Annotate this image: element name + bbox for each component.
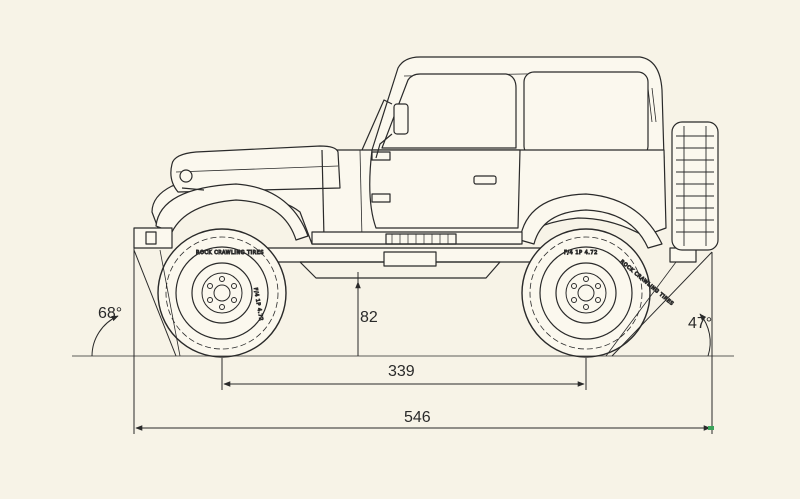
- wheelbase-label: 339: [388, 363, 415, 380]
- departure-angle-label: 47°: [688, 315, 712, 332]
- rear-tire-size-text: F/4 1P 4.72: [564, 250, 598, 256]
- overall-length-label: 546: [404, 409, 431, 426]
- dimension-end-mark: [708, 426, 714, 430]
- front-tire-sidewall-text: ROCK CRAWLING TIRES: [196, 250, 264, 256]
- approach-angle-label: 68°: [98, 305, 122, 322]
- front-wheel: ROCK CRAWLING TIRES F/4 1P 4.72: [157, 228, 287, 358]
- spare-tire: [671, 121, 719, 251]
- rear-wheel: ROCK CRAWLING TIRES F/4 1P 4.72: [521, 228, 675, 358]
- vehicle-body: [133, 56, 697, 279]
- ground-clearance-label: 82: [360, 309, 378, 326]
- dimension-lines: [72, 232, 734, 434]
